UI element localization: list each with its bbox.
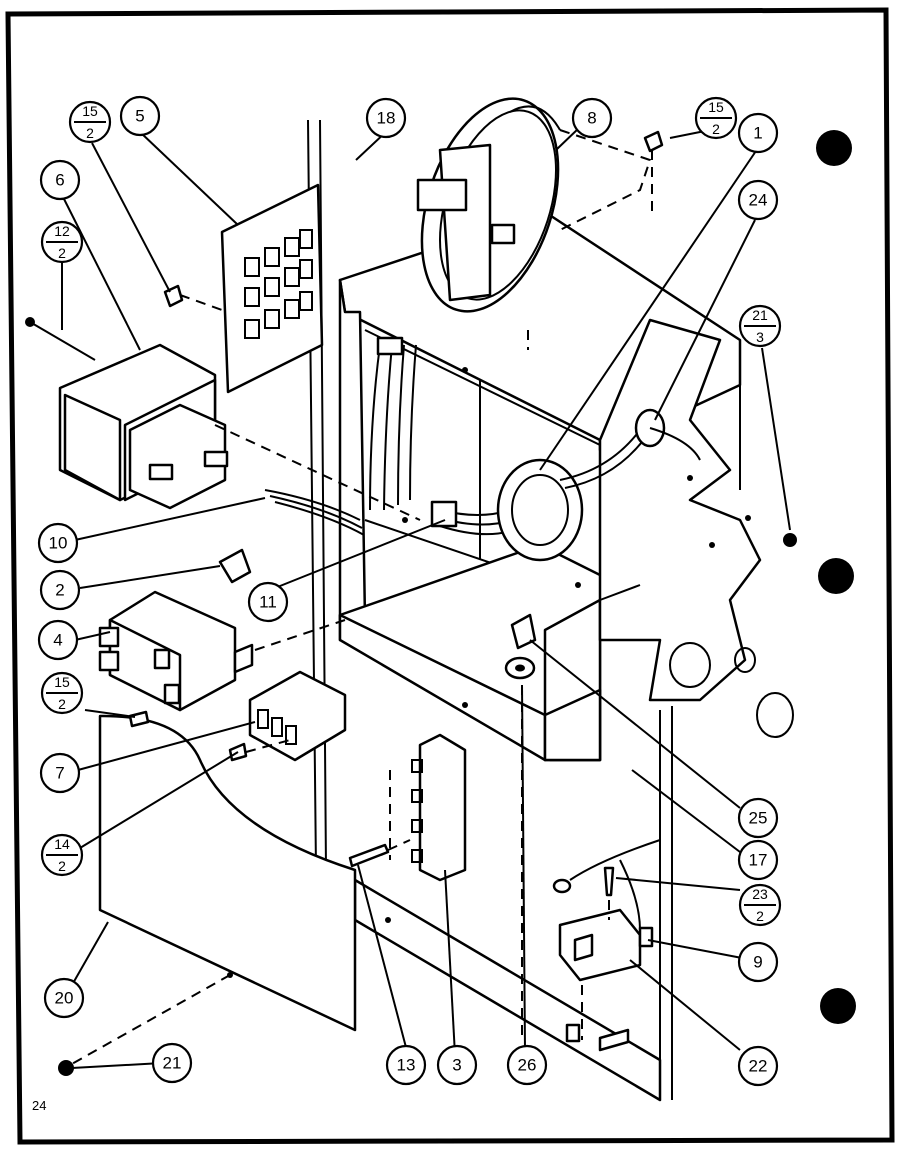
callout-13: 13 [385, 1044, 427, 1086]
fraction-callout-15-2-lower-left: 15 2 [40, 671, 84, 715]
callout-11: 11 [247, 581, 289, 623]
callout-label: 9 [753, 953, 762, 972]
callout-label: 25 [749, 809, 768, 828]
callout-label: 7 [55, 764, 64, 783]
part-6-transformer [25, 317, 421, 521]
fraction-bottom: 2 [58, 696, 66, 712]
callout-label: 24 [749, 191, 768, 210]
callout-10: 10 [37, 522, 79, 564]
callout-label: 2 [55, 581, 64, 600]
callout-label: 26 [518, 1056, 537, 1075]
page-number: 24 [32, 1098, 46, 1113]
fraction-top: 21 [752, 307, 768, 323]
fraction-callouts: 15 2 15 2 12 2 21 3 15 2 [40, 96, 782, 927]
callout-1: 1 [737, 112, 779, 154]
callout-2: 2 [39, 569, 81, 611]
callout-label: 5 [135, 107, 144, 126]
page-border [5, 7, 895, 1145]
binder-hole-middle [818, 558, 854, 594]
fraction-callout-15-2-top-right: 15 2 [694, 96, 738, 140]
callout-4: 4 [37, 619, 79, 661]
part-24-strain-relief [634, 408, 701, 461]
part-4-relay [98, 590, 254, 712]
callout-label: 8 [587, 109, 596, 128]
part-7-contactor [248, 619, 347, 762]
binder-hole-bottom [820, 988, 856, 1024]
callout-18: 18 [365, 97, 407, 139]
callout-label: 10 [49, 534, 68, 553]
leader-lines [61, 126, 791, 1069]
fraction-bottom: 2 [58, 245, 66, 261]
callout-label: 22 [749, 1057, 768, 1076]
callout-25: 25 [737, 797, 779, 839]
part-13-screw [348, 839, 411, 868]
fraction-bottom: 2 [712, 121, 720, 137]
callouts: 1 2 3 4 5 6 7 8 [37, 95, 779, 1087]
callout-6: 6 [39, 159, 81, 201]
callout-3: 3 [436, 1044, 478, 1086]
fraction-callout-21-3: 21 3 [738, 304, 782, 348]
callout-label: 13 [397, 1056, 416, 1075]
fraction-top: 23 [752, 886, 768, 902]
callout-17: 17 [737, 839, 779, 881]
fraction-callout-15-2-top-left: 15 2 [68, 100, 112, 144]
callout-22: 22 [737, 1045, 779, 1087]
binder-hole-top [816, 130, 852, 166]
callout-label: 18 [377, 109, 396, 128]
callout-20: 20 [43, 977, 85, 1019]
fraction-bottom: 2 [86, 125, 94, 141]
fraction-top: 15 [708, 99, 724, 115]
fraction-top: 15 [82, 103, 98, 119]
fraction-top: 14 [54, 836, 70, 852]
callout-label: 11 [259, 593, 277, 612]
callout-24: 24 [737, 179, 779, 221]
fastener-screws [128, 130, 797, 762]
callout-label: 4 [53, 631, 62, 650]
fraction-callout-14-2: 14 2 [40, 833, 84, 877]
callout-7: 7 [39, 752, 81, 794]
callout-5: 5 [119, 95, 161, 137]
part-2-wire-nut [218, 548, 252, 584]
callout-label: 21 [163, 1054, 182, 1073]
callout-21: 21 [151, 1042, 193, 1084]
callout-label: 1 [753, 124, 762, 143]
fraction-bottom: 3 [756, 329, 764, 345]
part-3-terminal-strip [389, 733, 467, 882]
callout-9: 9 [737, 941, 779, 983]
fraction-top: 12 [54, 223, 70, 239]
callout-label: 20 [55, 989, 74, 1008]
callout-8: 8 [571, 97, 613, 139]
part-5-terminal-board [179, 183, 324, 394]
fraction-callout-12-2: 12 2 [40, 220, 84, 264]
part-8-pressure-switch [416, 97, 652, 350]
fraction-callout-23-2: 23 2 [738, 883, 782, 927]
part-1-grommet [496, 429, 646, 562]
callout-label: 6 [55, 171, 64, 190]
fraction-bottom: 2 [756, 908, 764, 924]
part-20-cover-panel [58, 714, 357, 1076]
part-22-switch [552, 839, 661, 1052]
callout-label: 3 [452, 1056, 461, 1075]
callout-26: 26 [506, 1044, 548, 1086]
fraction-top: 15 [54, 674, 70, 690]
fraction-bottom: 2 [58, 858, 66, 874]
callout-label: 17 [749, 851, 768, 870]
wire-harness [264, 336, 515, 536]
